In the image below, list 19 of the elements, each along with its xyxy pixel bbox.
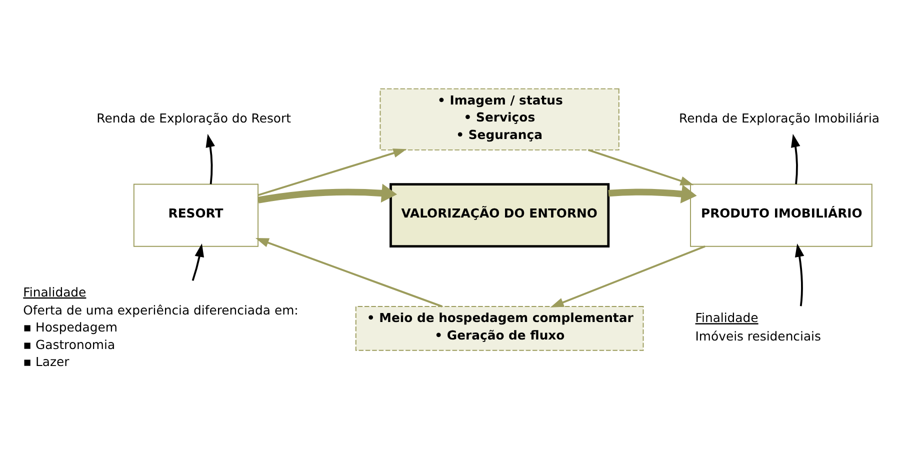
arrow — [550, 245, 706, 308]
arrow — [258, 184, 398, 204]
node-box: RESORT — [133, 184, 258, 247]
arrow — [192, 244, 204, 281]
node-box: • Imagem / status • Serviços • Segurança — [380, 88, 620, 150]
arrow — [588, 149, 694, 186]
arrow — [794, 244, 804, 306]
node-text: Renda de Exploração Imobiliária — [679, 110, 880, 126]
arrow — [206, 134, 215, 184]
arrow — [608, 184, 697, 204]
node-text: Finalidade Oferta de uma experiência diferenciada em: ▪ Hospedagem ▪ Gastronomia ▪ Lazer — [23, 284, 298, 370]
node-box: • Meio de hospedagem complementar • Geração de fluxo — [355, 306, 644, 351]
arrow — [791, 134, 800, 184]
arrow — [255, 238, 442, 308]
arrow — [258, 148, 407, 196]
node-text: Renda de Exploração do Resort — [96, 110, 291, 126]
node-box: VALORIZAÇÃO DO ENTORNO — [390, 183, 610, 248]
node-box: PRODUTO IMOBILIÁRIO — [690, 184, 872, 247]
node-text: Finalidade Imóveis residenciais — [695, 310, 821, 344]
